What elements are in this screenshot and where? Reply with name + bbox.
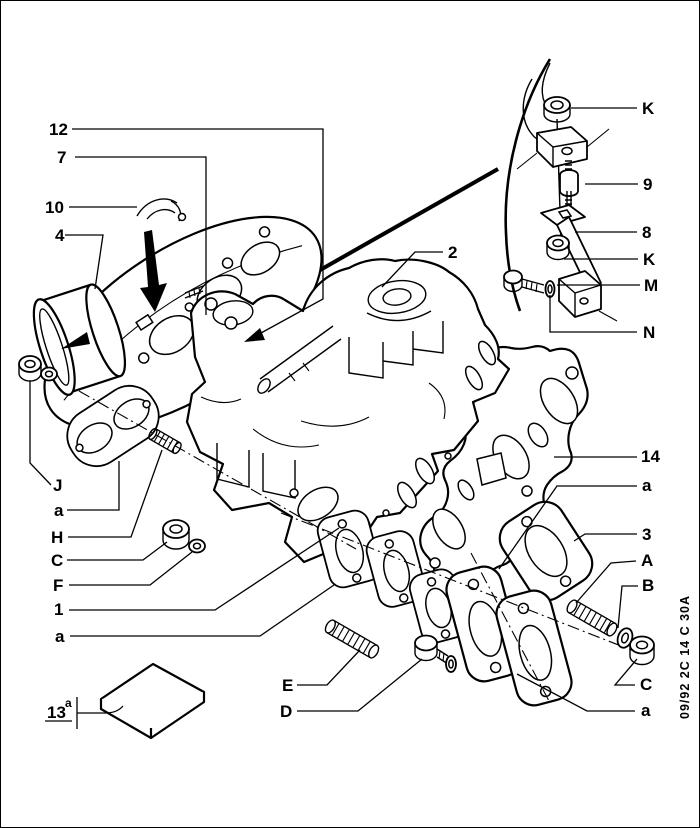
part-washer-J [40,366,58,382]
assembly-axis-line [280,512,640,654]
leader-12 [72,128,324,334]
leader-H [68,449,163,538]
part-flange-plate-3 [498,500,594,602]
callout-a-right-1: a [642,476,652,495]
leader-a4 [516,673,635,712]
part-nut-C-left [162,519,190,550]
callout-D: D [280,702,292,721]
part-nut-J [18,355,42,382]
part-stud-A [566,599,618,637]
callout-F: F [53,576,63,595]
part-stud-E [324,619,380,659]
leader-B [617,585,638,629]
callout-N: N [643,323,655,342]
callout-3: 3 [642,525,651,544]
leader-12-arrowhead [244,328,265,342]
part-bolt-D [414,634,457,673]
part-washer-B [616,627,634,649]
leader-4 [65,234,104,290]
callout-C-left: C [51,551,63,570]
callout-M: M [644,276,658,295]
part-bracket-N [558,270,618,322]
part-double-gasket-a [66,384,160,468]
leader-C-left [67,541,168,561]
callout-H: H [51,528,63,547]
plate-code: 09/92 2C 14 C 30A [678,595,692,719]
assembly-axis-line [470,552,550,702]
callout-7: 7 [57,148,66,167]
assembly-arrow-icon [140,230,167,312]
leader-lines [29,107,640,729]
leader-A [575,560,637,604]
direction-arrow-icon [61,332,90,349]
callout-B: B [642,576,654,595]
leader-2 [381,251,443,288]
part-stud-H [148,427,182,455]
callout-4: 4 [55,226,65,245]
part-washer-F [188,538,206,554]
part-flange-plate-lower-right [495,589,573,707]
part-nut-C-right [629,635,655,666]
callout-E: E [282,676,293,695]
callout-labels: 12 7 10 4 J a H C F 1 a 13 a E D 2 K 9 8… [45,99,660,722]
part-flange-plate-lower-left [445,565,523,683]
callout-a-left-1: a [54,501,64,520]
callout-10: 10 [45,198,64,217]
leader-a3 [498,485,637,570]
callout-a-right-2: a [641,701,651,720]
part-pad-13a [99,662,206,740]
leader-a2 [70,584,335,637]
leader-a1 [67,461,120,511]
callout-K-2: K [643,250,656,269]
leader-13 [45,697,124,729]
callout-J: J [53,476,62,495]
part-nut-K2 [546,234,570,261]
leader-F [69,551,193,586]
callout-9: 9 [643,175,652,194]
leader-D [297,658,423,712]
part-bolt-M [503,269,556,298]
leader-3 [573,533,637,542]
part-small-stud [184,285,204,299]
assembly-axis-line [78,390,357,550]
leader-1 [69,527,340,611]
callout-8: 8 [642,223,651,242]
callout-K-1: K [642,99,655,118]
callout-C-right: C [640,675,652,694]
callout-A: A [641,551,653,570]
callout-1: 1 [54,600,63,619]
leader-7 [75,156,207,315]
callout-13: 13 [47,703,66,722]
leader-J [29,381,52,486]
part-port-gasket-a1 [316,509,382,589]
leader-C-right [613,658,638,686]
callout-2: 2 [448,243,457,262]
part-bracket-upper [516,126,610,170]
callout-a-left-2: a [55,627,65,646]
callout-14: 14 [641,447,660,466]
leader-N [549,295,637,333]
callout-12: 12 [49,120,68,139]
part-damper-9 [559,160,579,207]
leader-E [297,649,361,686]
callout-13-sup: a [65,696,72,710]
part-nut-K1 [543,96,571,123]
part-clip-10 [136,198,187,222]
